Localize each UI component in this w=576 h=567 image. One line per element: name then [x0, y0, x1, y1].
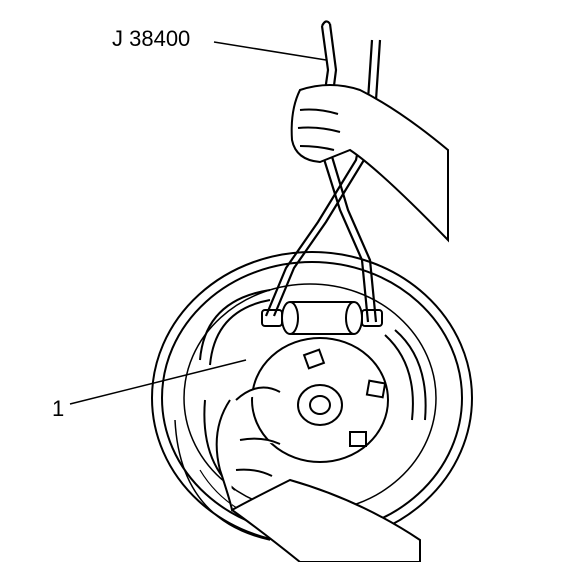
wheel-cylinder	[261, 301, 383, 335]
leader-lines	[69, 41, 327, 405]
upper-hand	[290, 84, 449, 243]
lower-hand	[215, 386, 421, 563]
spring-tool	[264, 20, 382, 323]
tool-callout: J 38400	[112, 26, 191, 51]
part-leader	[69, 359, 247, 405]
hub	[251, 337, 389, 463]
tool-leader	[213, 41, 327, 61]
part-callout: 1	[52, 396, 65, 421]
